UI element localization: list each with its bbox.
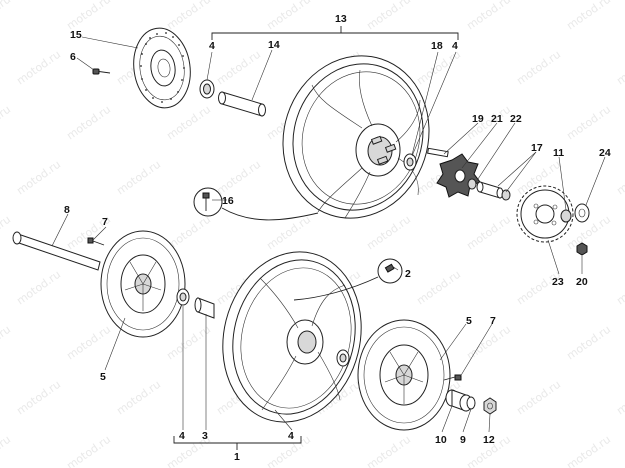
watermark-text: motod.ru: [0, 323, 13, 363]
callout-labels: 13 15 6 4 14 18 4 19 21 22 17 11 24 16 2…: [64, 13, 611, 463]
callout-1: 1: [234, 451, 240, 463]
watermark-text: motod.ru: [14, 378, 63, 418]
leader-lines: [51, 36, 606, 433]
watermark-text: motod.ru: [14, 158, 63, 198]
watermark-text: motod.ru: [0, 0, 13, 32]
watermark-text: motod.ru: [114, 158, 163, 198]
watermark-text: motod.ru: [464, 0, 513, 32]
front-wheel-rim: [222, 251, 362, 423]
rear-sprocket-23: [516, 185, 574, 243]
watermark-text: motod.ru: [514, 48, 563, 88]
watermark-text: motod.ru: [564, 323, 613, 363]
washer-9: [466, 396, 476, 410]
watermark-text: motod.ru: [14, 268, 63, 308]
screw-7-right: [443, 374, 462, 381]
callout-7: 7: [102, 216, 108, 228]
front-right-brake-disc: [357, 319, 451, 431]
callout-14: 14: [268, 39, 280, 51]
rear-brake-disc: [133, 27, 191, 109]
watermark-text: motod.ru: [64, 433, 113, 468]
callout-11: 11: [553, 147, 564, 159]
callout-7: 7: [490, 315, 496, 327]
callout-24: 24: [599, 147, 611, 159]
watermark-text: motod.ru: [564, 0, 613, 32]
watermark-text: motod.ru: [464, 213, 513, 253]
spacer-22: [467, 178, 511, 201]
stud-19: [427, 147, 449, 158]
watermark-text: motod.ru: [0, 433, 13, 468]
watermark-text: motod.ru: [64, 323, 113, 363]
bearing-4-front-left: [176, 288, 190, 306]
callout-13: 13: [335, 13, 347, 25]
callout-17: 17: [531, 142, 543, 154]
watermark-text: motod.ru: [0, 103, 13, 143]
front-axle-8: [12, 231, 101, 271]
watermark-text: motod.ru: [564, 433, 613, 468]
nut-11: [560, 209, 572, 223]
watermark-text: motod.ru: [164, 103, 213, 143]
callout-3: 3: [202, 430, 208, 442]
watermark-text: motod.ru: [114, 378, 163, 418]
callout-21: 21: [491, 113, 503, 125]
callout-2: 2: [405, 268, 411, 280]
watermark-text: motod.ru: [464, 323, 513, 363]
callout-4: 4: [288, 430, 294, 442]
watermark-text: motod.ru: [214, 158, 263, 198]
callout-19: 19: [472, 113, 484, 125]
watermark-text: motod.ru: [564, 103, 613, 143]
watermark-text: motod.ru: [614, 48, 625, 88]
watermark-text: motod.ru: [614, 268, 625, 308]
watermark-text: motod.ru: [164, 0, 213, 32]
callout-23: 23: [552, 276, 564, 288]
callout-12: 12: [483, 434, 495, 446]
sprocket-carrier-21: [436, 153, 481, 198]
callout-6: 6: [70, 51, 76, 63]
bearing-4-rear-right: [403, 153, 417, 171]
callout-8: 8: [64, 204, 70, 216]
callout-10: 10: [435, 434, 447, 446]
spacer-3: [194, 297, 215, 319]
watermark-text: motod.ru: [14, 48, 63, 88]
callout-16: 16: [222, 195, 234, 207]
callout-5: 5: [100, 371, 106, 383]
watermark-text: motod.ru: [614, 158, 625, 198]
watermark-text: motod.ru: [214, 48, 263, 88]
screw-6: [92, 68, 111, 75]
bearing-4-rear-left: [199, 79, 215, 99]
callout-5: 5: [466, 315, 472, 327]
bracket-1: [173, 436, 302, 450]
watermark-text: motod.ru: [364, 213, 413, 253]
nut-20: [576, 242, 588, 256]
rear-wheel-rim: [282, 55, 430, 219]
callout-4: 4: [179, 430, 185, 442]
callout-22: 22: [510, 113, 522, 125]
balloon-16: [193, 187, 319, 221]
callout-18: 18: [431, 40, 443, 52]
watermark-text: motod.ru: [64, 103, 113, 143]
callout-15: 15: [70, 29, 82, 41]
callout-9: 9: [460, 434, 466, 446]
bearing-4-front-right: [336, 349, 350, 367]
watermark-text: motod.ru: [64, 0, 113, 32]
watermark-text: motod.ru: [0, 213, 13, 253]
spacer-tube-14: [218, 91, 266, 117]
washer-24: [574, 203, 590, 223]
watermark-text: motod.ru: [614, 378, 625, 418]
watermark-text: motod.ru: [364, 0, 413, 32]
watermark-text: motod.ru: [364, 433, 413, 468]
screw-7-left: [87, 237, 105, 246]
nut-12: [483, 397, 497, 415]
watermark-text: motod.ru: [514, 378, 563, 418]
bracket-13: [211, 26, 459, 40]
balloon-2: [293, 258, 403, 301]
callout-4: 4: [209, 40, 215, 52]
spacer-10: [445, 389, 473, 412]
watermark-text: motod.ru: [414, 48, 463, 88]
front-left-brake-disc: [100, 230, 186, 338]
callout-20: 20: [576, 276, 588, 288]
callout-4: 4: [452, 40, 458, 52]
watermark-text: motod.ru: [414, 268, 463, 308]
watermark-text: motod.ru: [264, 0, 313, 32]
